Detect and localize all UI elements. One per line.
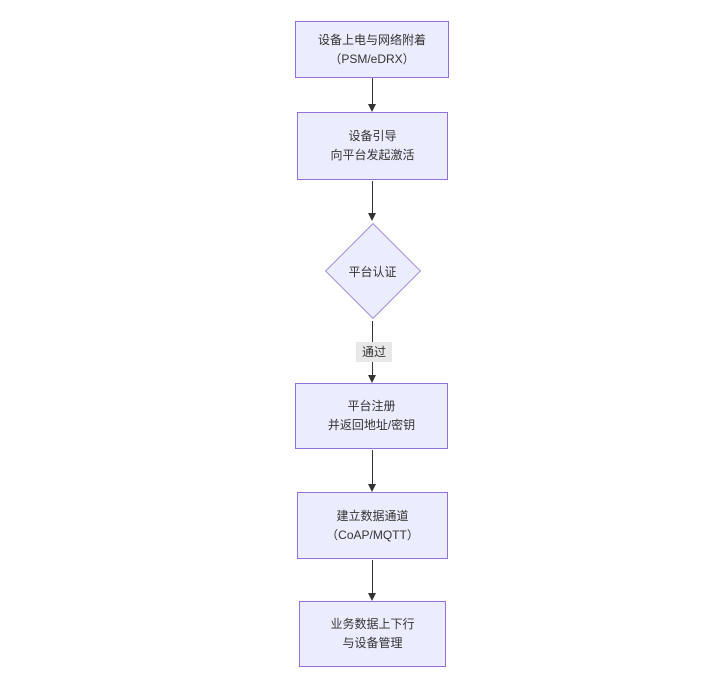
node-label-line: 设备引导 (348, 129, 397, 143)
node-label-line: 设备上电与网络附着 (317, 32, 426, 47)
node-data-channel: 建立数据通道 （CoAP/MQTT） (297, 492, 448, 559)
node-label-line: 建立数据通道 (336, 508, 409, 523)
node-label-line: 并返回地址/密钥 (327, 418, 416, 432)
node-label-line: 与设备管理 (342, 636, 403, 650)
node-label-line: 向平台发起激活 (330, 148, 415, 162)
edge-b-c (372, 181, 373, 213)
node-business-data: 业务数据上下行 与设备管理 (299, 601, 446, 667)
arrowhead-icon (368, 593, 376, 601)
node-label-line: （CoAP/MQTT） (326, 527, 419, 542)
node-label-line: 平台认证 (348, 264, 397, 279)
node-label-line: 平台注册 (347, 399, 396, 413)
arrowhead-icon (368, 104, 376, 112)
edge-a-b (372, 78, 373, 105)
arrowhead-icon (368, 213, 376, 221)
arrowhead-icon (368, 375, 376, 383)
node-power-on-network-attach: 设备上电与网络附着 （PSM/eDRX） (295, 21, 449, 78)
edge-label-pass: 通过 (356, 342, 393, 362)
decision-platform-auth: 平台认证 (324, 222, 421, 320)
node-platform-register: 平台注册 并返回地址/密钥 (295, 383, 448, 449)
node-label-line: （PSM/eDRX） (329, 51, 415, 66)
node-device-bootstrap: 设备引导 向平台发起激活 (297, 112, 448, 180)
arrowhead-icon (368, 484, 376, 492)
node-label-line: 业务数据上下行 (330, 617, 415, 631)
edge-e-f (372, 560, 373, 593)
edge-d-e (372, 450, 373, 484)
